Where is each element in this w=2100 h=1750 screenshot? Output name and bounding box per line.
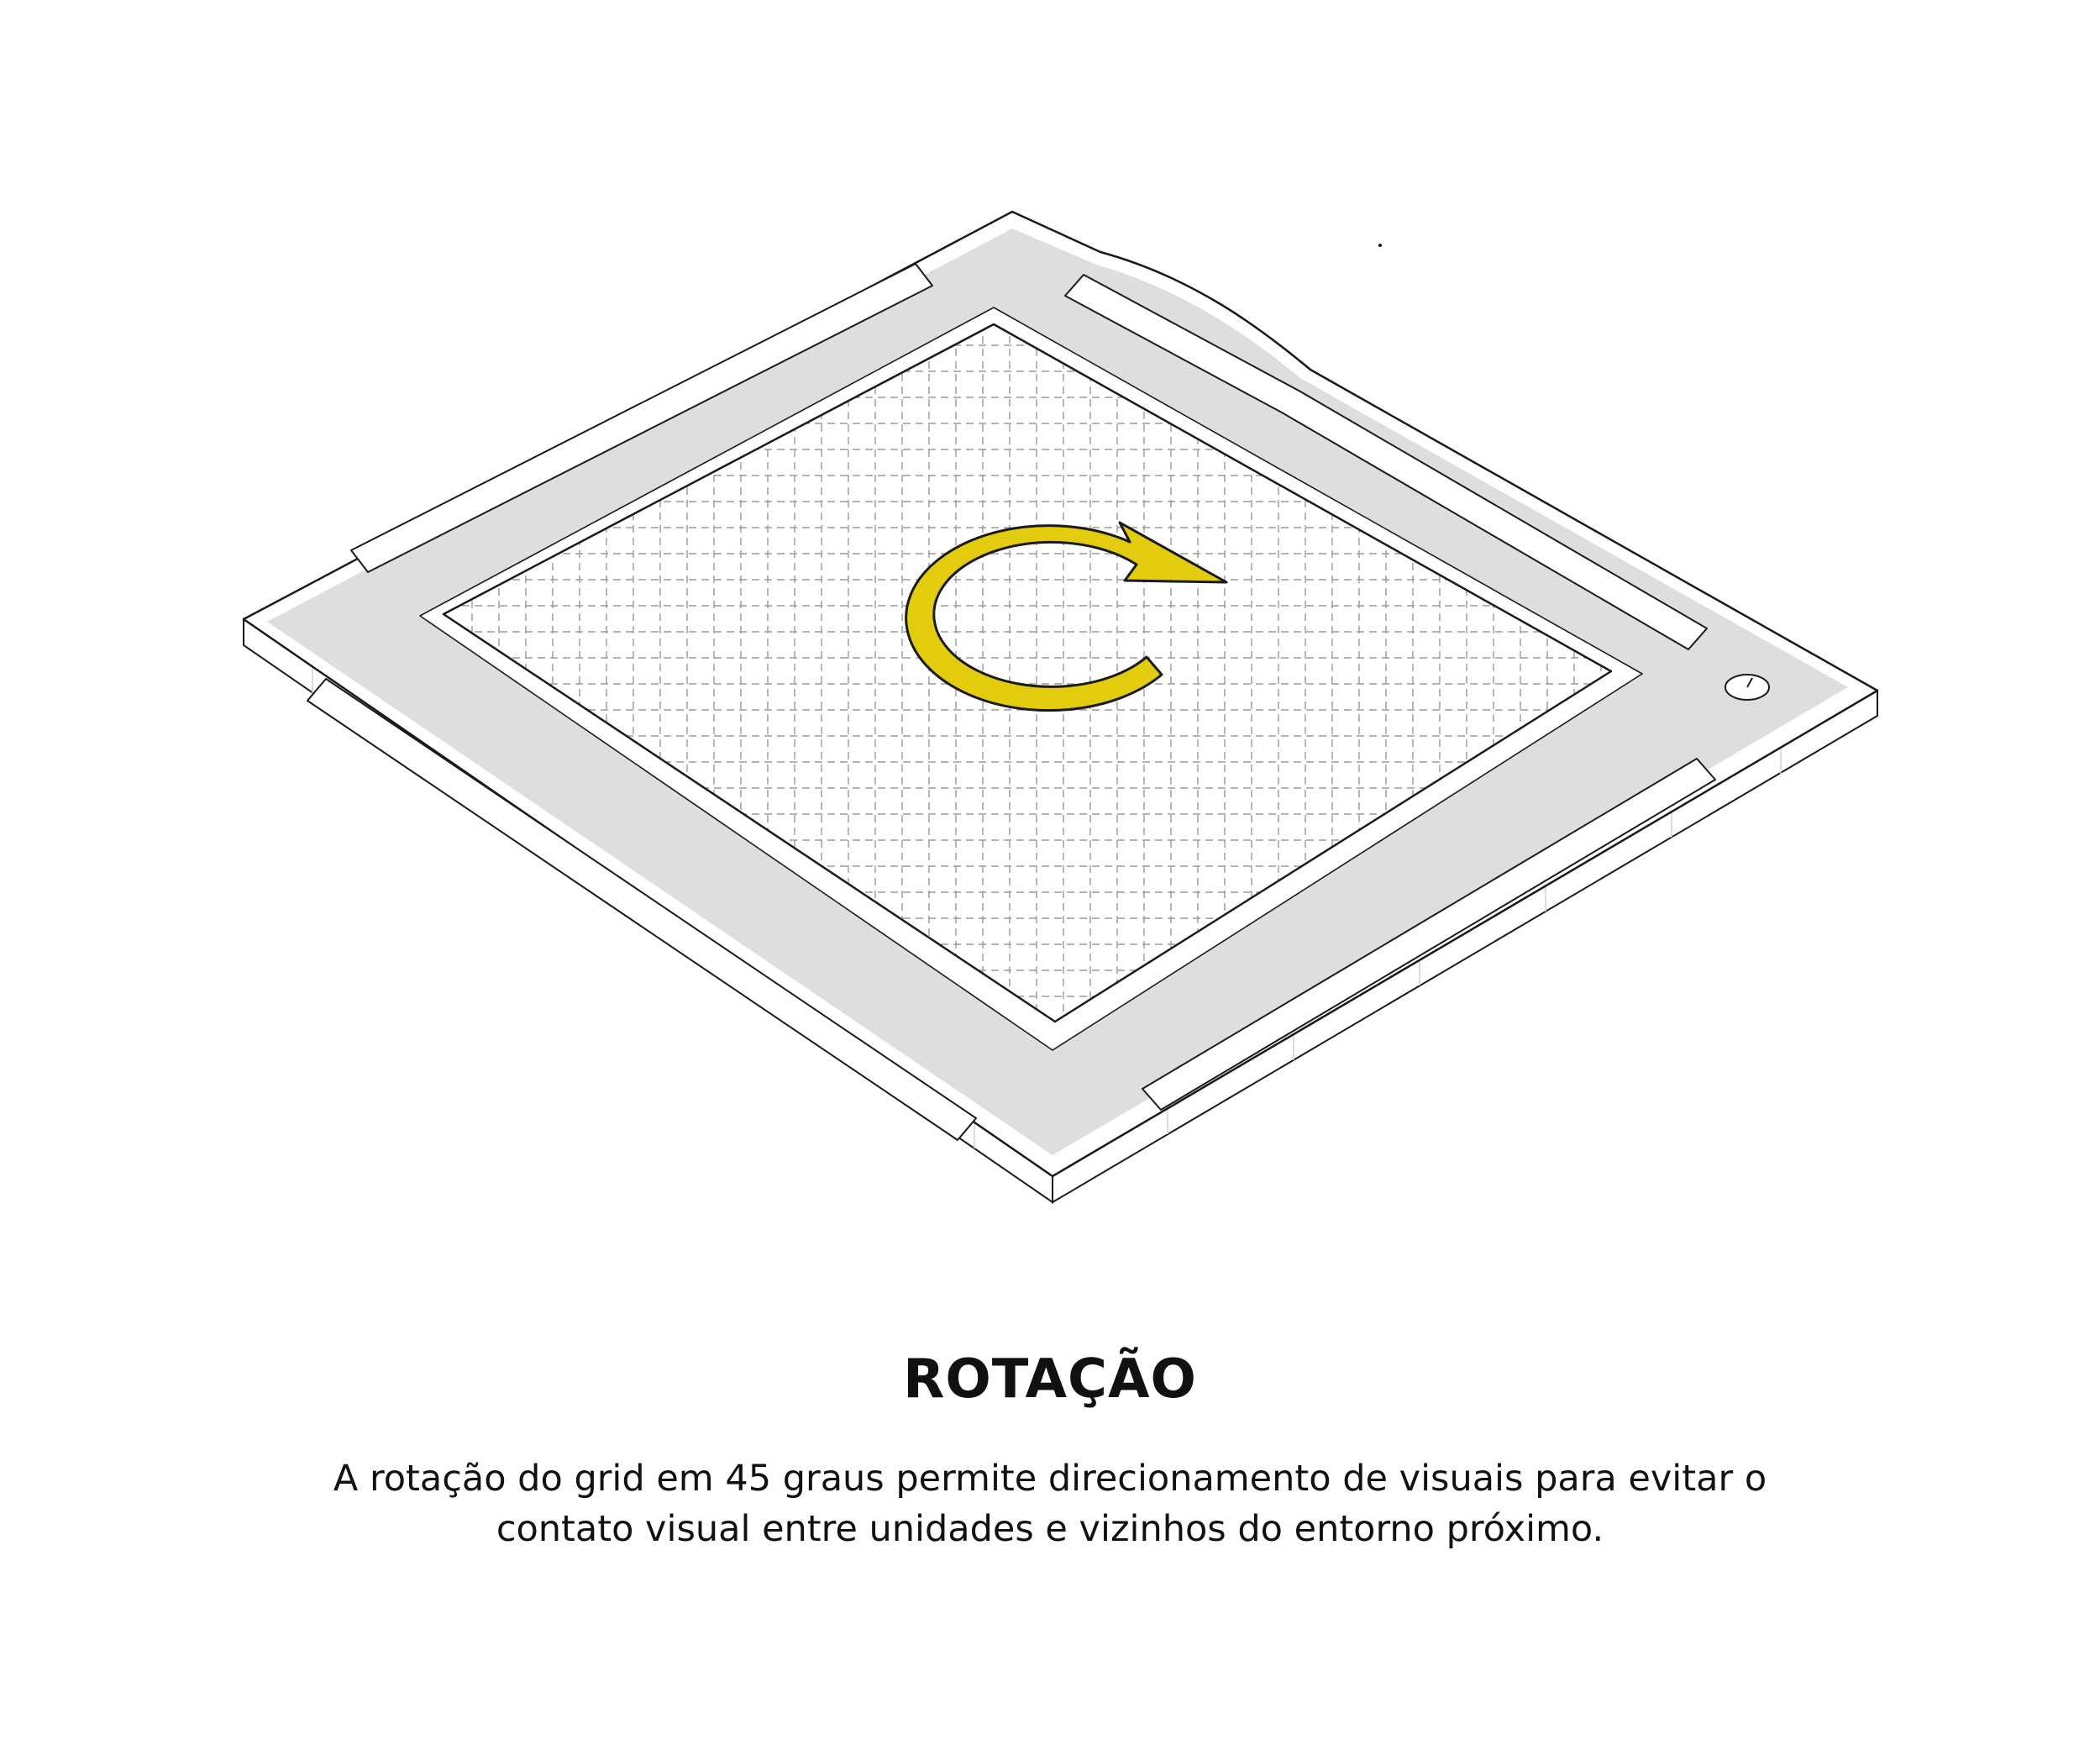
caption-line-2: contato visual entre unidades e vizinhos… [496,1508,1604,1550]
isometric-site-diagram [242,210,1879,1204]
central-courtyard [419,307,1643,1051]
walkway-strips [307,263,1716,1141]
caption-title: ROTAÇÃO [903,1348,1197,1411]
caption-description: A rotação do grid em 45 graus permite di… [0,1453,2100,1554]
perimeter-path [267,229,1848,1155]
stray-dot [1378,244,1382,247]
circle-marker-icon [1725,674,1770,701]
rotated-grid [444,324,1611,1022]
caption-line-1: A rotação do grid em 45 graus permite di… [333,1458,1767,1500]
clockwise-rotation-arrow-icon [905,521,1228,712]
